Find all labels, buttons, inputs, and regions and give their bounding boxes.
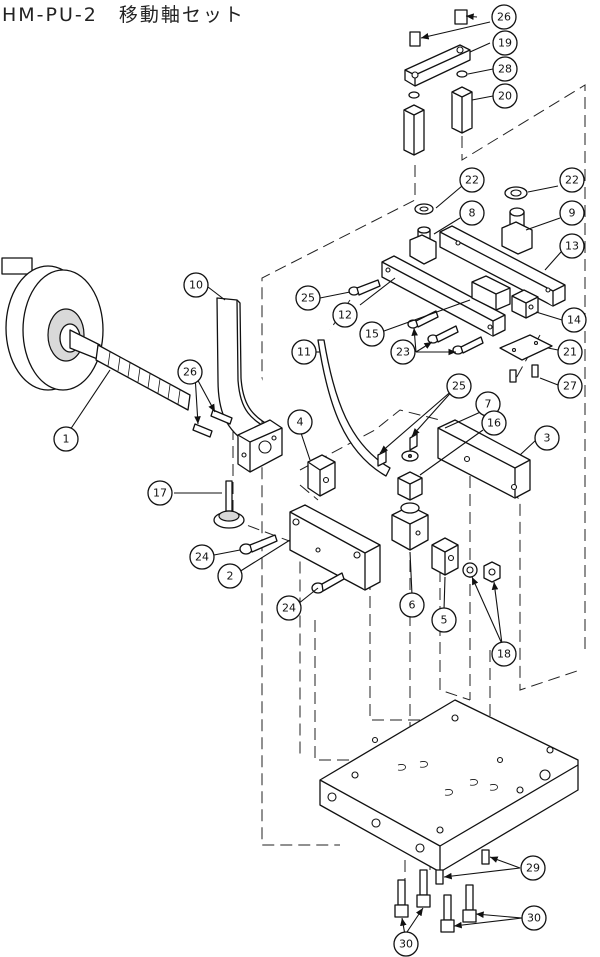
upper-posts bbox=[409, 186, 533, 265]
svg-text:13: 13 bbox=[565, 240, 579, 253]
base-plate bbox=[319, 699, 579, 873]
svg-text:6: 6 bbox=[409, 599, 416, 612]
callout-13: 13 bbox=[559, 233, 585, 259]
knob-screw bbox=[213, 480, 245, 529]
svg-text:16: 16 bbox=[487, 417, 501, 430]
svg-text:26: 26 bbox=[183, 366, 197, 379]
diagram-title: HM-PU-2 移動軸セット bbox=[2, 4, 245, 26]
callout-12: 12 bbox=[332, 302, 358, 328]
upper-rail-12 bbox=[381, 255, 506, 337]
callout-22-left: 22 bbox=[459, 167, 485, 193]
callout-16: 16 bbox=[481, 410, 507, 436]
callout-22-right: 22 bbox=[559, 167, 585, 193]
screws-27 bbox=[509, 364, 539, 383]
svg-text:25: 25 bbox=[301, 292, 315, 305]
svg-text:8: 8 bbox=[469, 207, 476, 220]
callout-9: 9 bbox=[559, 200, 585, 226]
callout-30-left: 30 bbox=[393, 931, 419, 957]
pivot-holder bbox=[391, 502, 429, 551]
nuts-18 bbox=[462, 561, 501, 583]
svg-text:14: 14 bbox=[567, 314, 581, 327]
svg-text:2: 2 bbox=[227, 570, 234, 583]
callout-11: 11 bbox=[291, 339, 317, 365]
slide-block-15 bbox=[471, 275, 539, 319]
callout-29: 29 bbox=[520, 855, 546, 881]
svg-text:26: 26 bbox=[497, 11, 511, 24]
callout-8: 8 bbox=[459, 200, 485, 226]
callout-25-lower: 25 bbox=[446, 373, 472, 399]
svg-text:30: 30 bbox=[399, 938, 413, 951]
svg-text:21: 21 bbox=[563, 346, 577, 359]
upper-rail-13 bbox=[439, 225, 566, 307]
small-screws-left bbox=[192, 409, 233, 438]
bottom-screws bbox=[394, 849, 490, 933]
callout-5: 5 bbox=[431, 607, 457, 633]
rail-block-3 bbox=[437, 419, 531, 499]
svg-text:25: 25 bbox=[452, 380, 466, 393]
small-block-5 bbox=[431, 537, 459, 576]
svg-text:24: 24 bbox=[195, 551, 209, 564]
plate-21 bbox=[499, 334, 553, 361]
lower-block-2 bbox=[289, 504, 381, 591]
callout-23: 23 bbox=[390, 339, 416, 365]
curved-bracket bbox=[216, 297, 279, 446]
svg-text:10: 10 bbox=[189, 279, 203, 292]
motor-with-ball-screw bbox=[1, 257, 191, 411]
callout-17: 17 bbox=[147, 480, 173, 506]
svg-text:1: 1 bbox=[63, 433, 70, 446]
callout-6: 6 bbox=[399, 592, 425, 618]
svg-text:11: 11 bbox=[297, 346, 311, 359]
callout-24-lower: 24 bbox=[276, 595, 302, 621]
svg-text:23: 23 bbox=[396, 346, 410, 359]
callout-26-left: 26 bbox=[177, 359, 203, 385]
callout-20: 20 bbox=[492, 83, 518, 109]
svg-text:29: 29 bbox=[526, 862, 540, 875]
svg-text:4: 4 bbox=[297, 416, 304, 429]
callout-10: 10 bbox=[183, 272, 209, 298]
callout-2: 2 bbox=[217, 563, 243, 589]
svg-text:22: 22 bbox=[565, 174, 579, 187]
callout-30-right: 30 bbox=[521, 905, 547, 931]
callout-18: 18 bbox=[491, 641, 517, 667]
callout-19: 19 bbox=[492, 30, 518, 56]
svg-text:22: 22 bbox=[465, 174, 479, 187]
leader-lines bbox=[69, 13, 563, 936]
callout-1: 1 bbox=[53, 426, 79, 452]
svg-text:9: 9 bbox=[569, 207, 576, 220]
callout-4: 4 bbox=[287, 409, 313, 435]
svg-text:27: 27 bbox=[563, 380, 577, 393]
svg-text:5: 5 bbox=[441, 614, 448, 627]
callout-7: 7 bbox=[475, 391, 501, 417]
svg-text:28: 28 bbox=[498, 63, 512, 76]
callout-25-upper: 25 bbox=[295, 285, 321, 311]
callout-26-top: 26 bbox=[491, 4, 517, 30]
small-block-4 bbox=[307, 454, 336, 497]
svg-text:12: 12 bbox=[338, 309, 352, 322]
top-arm-assembly bbox=[403, 9, 473, 156]
svg-text:24: 24 bbox=[282, 602, 296, 615]
svg-text:19: 19 bbox=[498, 37, 512, 50]
callout-15: 15 bbox=[359, 321, 385, 347]
svg-text:15: 15 bbox=[365, 328, 379, 341]
callout-28: 28 bbox=[492, 56, 518, 82]
callout-14: 14 bbox=[561, 307, 587, 333]
svg-text:18: 18 bbox=[497, 648, 511, 661]
svg-text:7: 7 bbox=[485, 398, 492, 411]
callout-3: 3 bbox=[534, 425, 560, 451]
cube-16 bbox=[397, 450, 423, 501]
curved-rail bbox=[317, 339, 391, 477]
svg-text:30: 30 bbox=[527, 912, 541, 925]
bearing-block bbox=[237, 419, 283, 473]
svg-text:17: 17 bbox=[153, 487, 167, 500]
callout-27: 27 bbox=[557, 373, 583, 399]
svg-text:20: 20 bbox=[498, 90, 512, 103]
callout-bubbles: 26 19 28 20 22 22 8 9 13 14 25 12 15 23 … bbox=[53, 4, 587, 957]
callout-24-left: 24 bbox=[189, 544, 215, 570]
callout-21: 21 bbox=[557, 339, 583, 365]
svg-text:3: 3 bbox=[544, 432, 551, 445]
